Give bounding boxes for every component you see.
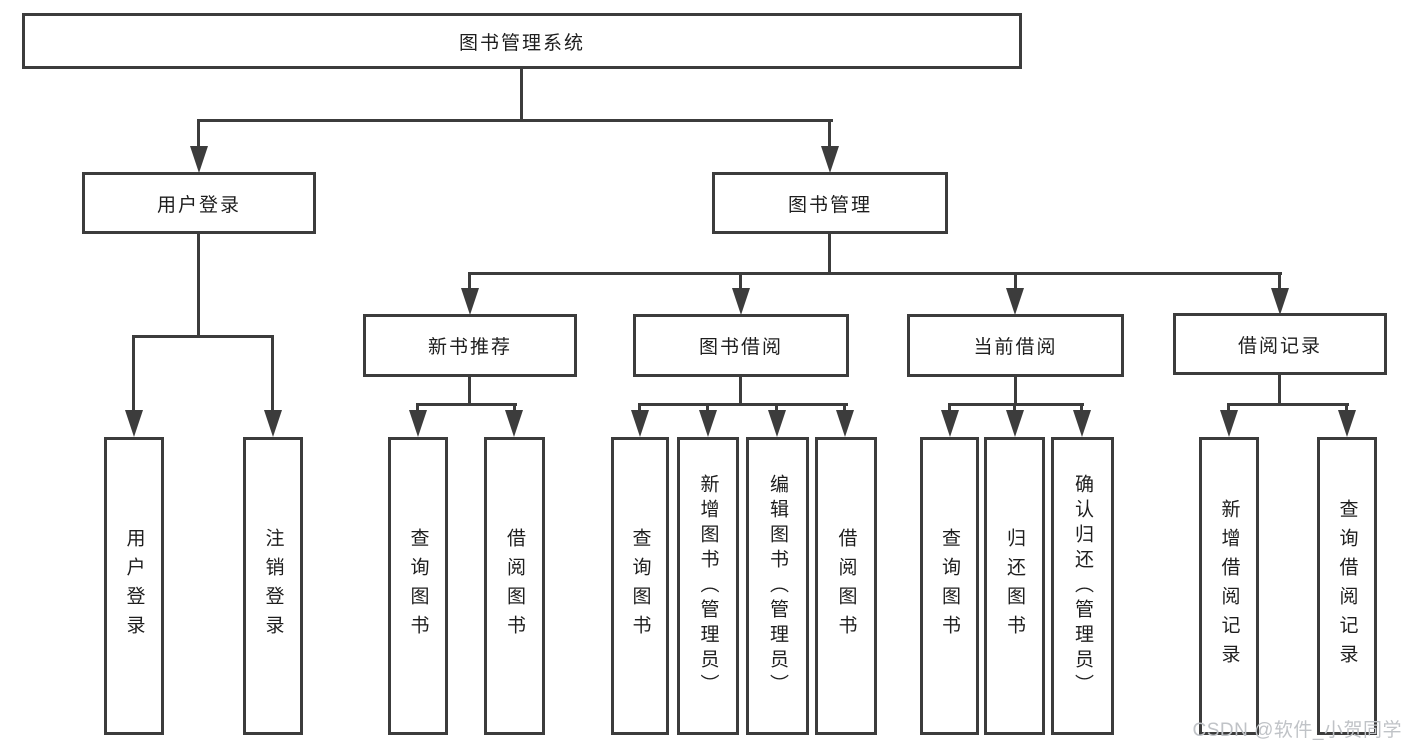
node-new-book-recommend: 新书推荐	[363, 314, 577, 377]
leaf-label: 新增图书（管理员）	[697, 473, 719, 699]
connector-segment	[416, 403, 419, 412]
arrowhead-down-icon	[1006, 288, 1024, 315]
node-label: 用户登录	[156, 194, 241, 216]
leaf-label: 编辑图书（管理员）	[767, 473, 788, 699]
leaf-return-book: 归还图书	[984, 437, 1045, 735]
leaf-label: 归还图书	[1004, 528, 1025, 644]
connector-segment	[197, 119, 200, 149]
node-label: 图书管理	[787, 194, 872, 216]
connector-segment	[513, 403, 516, 412]
arrowhead-down-icon	[1338, 410, 1356, 437]
leaf-borrow-book-recommend: 借阅图书	[484, 437, 545, 735]
arrowhead-down-icon	[732, 288, 750, 315]
connector-segment	[1345, 403, 1348, 412]
arrowhead-down-icon	[836, 410, 854, 437]
leaf-label: 用户登录	[123, 528, 145, 644]
csdn-watermark: CSDN @软件_小贺同学	[1192, 720, 1402, 741]
arrowhead-down-icon	[1271, 288, 1289, 315]
arrowhead-down-icon	[190, 146, 208, 173]
leaf-label: 确认归还（管理员）	[1072, 473, 1093, 699]
node-borrow-record: 借阅记录	[1173, 313, 1387, 375]
leaf-label: 借阅图书	[835, 528, 857, 644]
arrowhead-down-icon	[505, 410, 523, 437]
connector-segment	[948, 403, 951, 412]
leaf-query-borrow-record: 查询借阅记录	[1317, 437, 1377, 735]
node-root: 图书管理系统	[22, 13, 1022, 69]
connector-segment	[1013, 403, 1016, 412]
node-current-borrow: 当前借阅	[907, 314, 1124, 377]
leaf-add-book-admin: 新增图书（管理员）	[677, 437, 739, 735]
connector-segment	[197, 119, 833, 122]
arrowhead-down-icon	[264, 410, 282, 437]
leaf-label: 查询图书	[939, 528, 960, 644]
connector-segment	[739, 376, 742, 406]
arrowhead-down-icon	[768, 410, 786, 437]
arrowhead-down-icon	[1073, 410, 1091, 437]
connector-segment	[638, 403, 641, 412]
connector-segment	[271, 335, 274, 413]
leaf-user-login: 用户登录	[104, 437, 164, 735]
connector-segment	[1014, 376, 1017, 406]
node-label: 当前借阅	[973, 337, 1058, 358]
connector-segment	[828, 233, 831, 275]
connector-segment	[739, 272, 742, 290]
leaf-label: 注销登录	[262, 528, 284, 644]
connector-segment	[948, 403, 1084, 406]
leaf-label: 新增借阅记录	[1218, 499, 1240, 673]
leaf-edit-book-admin: 编辑图书（管理员）	[746, 437, 809, 735]
arrowhead-down-icon	[631, 410, 649, 437]
connector-segment	[416, 403, 517, 406]
arrowhead-down-icon	[461, 288, 479, 315]
arrowhead-down-icon	[125, 410, 143, 437]
connector-segment	[468, 376, 471, 406]
arrowhead-down-icon	[409, 410, 427, 437]
node-root-label: 图书管理系统	[458, 32, 585, 54]
arrowhead-down-icon	[1220, 410, 1238, 437]
node-book-management: 图书管理	[712, 172, 948, 234]
node-label: 新书推荐	[427, 337, 512, 358]
leaf-confirm-return-admin: 确认归还（管理员）	[1051, 437, 1114, 735]
arrowhead-down-icon	[941, 410, 959, 437]
connector-segment	[706, 403, 709, 412]
connector-segment	[520, 68, 523, 122]
connector-segment	[638, 403, 848, 406]
connector-segment	[843, 403, 846, 412]
connector-segment	[1080, 403, 1083, 412]
leaf-label: 查询图书	[629, 528, 651, 644]
leaf-borrow-book: 借阅图书	[815, 437, 877, 735]
connector-segment	[775, 403, 778, 412]
leaf-label: 借阅图书	[504, 528, 525, 644]
connector-segment	[828, 119, 831, 149]
connector-segment	[1278, 272, 1281, 290]
arrowhead-down-icon	[821, 146, 839, 173]
node-label: 图书借阅	[698, 337, 783, 358]
connector-segment	[1278, 374, 1281, 406]
connector-segment	[132, 335, 135, 413]
leaf-label: 查询借阅记录	[1336, 499, 1358, 673]
leaf-query-book-current: 查询图书	[920, 437, 979, 735]
connector-segment	[468, 272, 471, 290]
connector-segment	[132, 335, 274, 338]
leaf-query-book-recommend: 查询图书	[388, 437, 448, 735]
connector-segment	[1014, 272, 1017, 290]
node-label: 借阅记录	[1237, 335, 1322, 357]
arrowhead-down-icon	[699, 410, 717, 437]
connector-segment	[1227, 403, 1230, 412]
connector-segment	[197, 233, 200, 337]
connector-segment	[468, 272, 1282, 275]
leaf-label: 查询图书	[407, 528, 429, 644]
node-user-login: 用户登录	[82, 172, 316, 234]
arrowhead-down-icon	[1006, 410, 1024, 437]
leaf-logout: 注销登录	[243, 437, 303, 735]
leaf-query-book-borrow: 查询图书	[611, 437, 669, 735]
leaf-add-borrow-record: 新增借阅记录	[1199, 437, 1259, 735]
connector-segment	[1227, 403, 1349, 406]
node-book-borrow: 图书借阅	[633, 314, 849, 377]
